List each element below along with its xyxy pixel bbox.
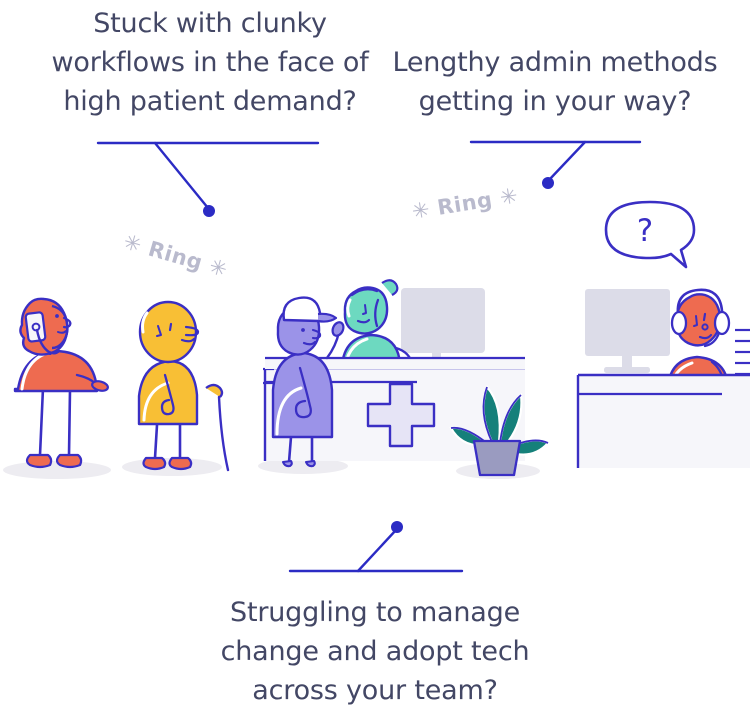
speech-bubble-question: ? (604, 200, 696, 269)
headline-top-right: Lengthy admin methods getting in your wa… (392, 47, 718, 117)
headline-top-left: Stuck with clunky workflows in the face … (51, 8, 369, 117)
connector-top-left (96, 141, 320, 217)
mobile-phone (24, 311, 47, 343)
connector-top-right (469, 140, 642, 189)
patient-woman-phone (13, 297, 109, 469)
agent-monitor (585, 289, 670, 373)
ground-shadows (3, 458, 540, 479)
agent-desk (576, 373, 750, 468)
medical-cross (366, 382, 436, 448)
reception-desk-scene (263, 279, 550, 479)
potted-plant (449, 384, 550, 479)
patient-at-desk (271, 296, 345, 468)
walking-cane (205, 383, 230, 472)
patient-elder-cane (137, 300, 230, 472)
headline-bottom: Struggling to manage change and adopt te… (220, 597, 530, 706)
background-lines (735, 328, 750, 376)
connector-bottom (288, 521, 464, 573)
call-agent-scene: ? (576, 200, 750, 468)
question-mark-glyph: ? (637, 213, 653, 249)
